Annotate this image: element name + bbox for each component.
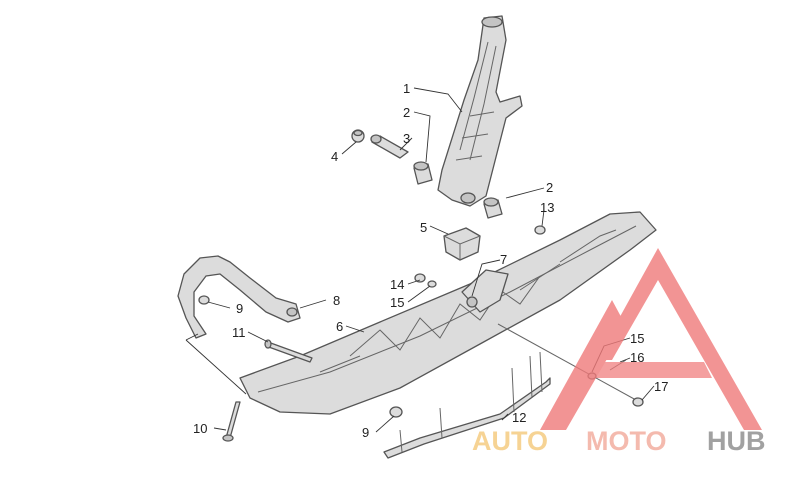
- bushing-lower: [483, 197, 503, 219]
- cap-nut: [351, 129, 365, 143]
- callout-15-right: 15: [630, 331, 644, 346]
- callout-9-upper: 9: [236, 301, 243, 316]
- callout-8: 8: [333, 293, 340, 308]
- watermark-moto: MOTO: [586, 426, 667, 456]
- callout-3: 3: [403, 131, 410, 146]
- locknut-top: [534, 225, 546, 235]
- rear-bolt: [497, 323, 644, 407]
- callout-labels: 1 2 2 3 4 5 6 7 8 9 9 10 11 12 13 14 15 …: [193, 81, 668, 440]
- callout-12: 12: [512, 410, 526, 425]
- watermark-triangle-logo: [540, 248, 762, 430]
- callout-15-left: 15: [390, 295, 404, 310]
- bushing-upper: [413, 161, 433, 185]
- callout-17: 17: [654, 379, 668, 394]
- callout-13: 13: [540, 200, 554, 215]
- callout-4: 4: [331, 149, 338, 164]
- callout-10: 10: [193, 421, 207, 436]
- callout-6: 6: [336, 319, 343, 334]
- callout-1: 1: [403, 81, 410, 96]
- rubber-bumper: [443, 227, 481, 261]
- ski-handle: [177, 255, 301, 339]
- lower-bolt: [222, 401, 241, 442]
- washer-nut: [414, 273, 437, 288]
- callout-2-lower: 2: [546, 180, 553, 195]
- callout-14: 14: [390, 277, 404, 292]
- ski-saddle: [461, 269, 509, 313]
- callout-5: 5: [420, 220, 427, 235]
- spindle: [437, 15, 523, 207]
- callout-2-upper: 2: [403, 105, 410, 120]
- ski: [239, 211, 657, 415]
- front-bolt: [264, 339, 313, 363]
- locknut-front: [198, 295, 210, 305]
- spacer-tube: [370, 134, 409, 159]
- wear-bar: [383, 351, 551, 459]
- watermark-auto: AUTO: [472, 426, 548, 456]
- watermark-hub: HUB: [707, 426, 766, 456]
- callout-16: 16: [630, 350, 644, 365]
- callout-7: 7: [500, 252, 507, 267]
- locknut-rear: [389, 406, 403, 418]
- callout-11: 11: [232, 325, 246, 340]
- callout-9-lower: 9: [362, 425, 369, 440]
- watermark: AUTO MOTO HUB: [472, 248, 766, 456]
